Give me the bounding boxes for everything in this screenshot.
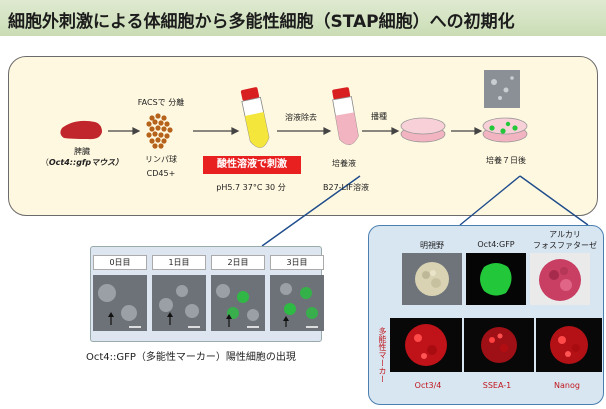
flow-arrows bbox=[108, 127, 483, 135]
day0-frame: 0日目 bbox=[93, 255, 147, 337]
micrograph-image bbox=[93, 275, 147, 331]
characterization-box bbox=[368, 225, 604, 405]
day3-frame: 3日目 bbox=[270, 255, 324, 337]
cd45-label: CD45+ bbox=[146, 169, 176, 178]
nanog-stain bbox=[550, 326, 588, 364]
culture-dish-icon bbox=[400, 117, 446, 143]
colony-thumbnail bbox=[484, 70, 520, 108]
marker-label-ssea1: SSEA-1 bbox=[482, 381, 512, 390]
brightfield-image bbox=[402, 253, 462, 305]
gfp-image bbox=[466, 253, 526, 305]
acid-tube-icon bbox=[240, 87, 270, 148]
mouse-label-post: マウス） bbox=[91, 158, 124, 167]
nanog-image bbox=[536, 318, 602, 372]
oct34-stain bbox=[405, 324, 447, 366]
micrograph-caption: Oct4::GFP（多能性マーカー）陽性細胞の出現 bbox=[86, 352, 296, 363]
lymphocyte-label: リンパ球 bbox=[145, 155, 177, 164]
spleen-label: 脾臓 bbox=[74, 147, 90, 156]
spleen-icon bbox=[60, 120, 102, 140]
micrograph-image bbox=[152, 275, 206, 331]
seed-label: 播種 bbox=[371, 112, 387, 121]
brightfield-label: 明視野 bbox=[420, 241, 444, 250]
acid-stimulus-badge: 酸性溶液で刺激 bbox=[203, 156, 301, 174]
alkaline-phosphatase-image bbox=[530, 253, 590, 305]
acid-condition-label: pH5.7 37°C 30 分 bbox=[216, 183, 286, 192]
mouse-label-pre: （ bbox=[40, 158, 49, 167]
leader-line-right-2 bbox=[519, 175, 589, 226]
mouse-label-gene: Oct4::gfp bbox=[48, 158, 92, 167]
micrograph-image bbox=[211, 275, 265, 331]
gfp-label: Oct4:GFP bbox=[477, 240, 515, 249]
timecourse-micrographs: 0日目 1日目 2日目 3日目 bbox=[90, 246, 324, 342]
micrograph-image bbox=[270, 275, 324, 331]
day1-frame: 1日目 bbox=[152, 255, 206, 337]
pluripotency-marker-side-label: 多能性マーカー bbox=[378, 327, 387, 383]
day-label: 0日目 bbox=[93, 255, 147, 270]
mouse-label: （Oct4::gfpマウス） bbox=[40, 157, 124, 168]
remove-solution-label: 溶液除去 bbox=[285, 113, 317, 122]
day7-label: 培養７日後 bbox=[486, 156, 526, 165]
marker-label-oct34: Oct3/4 bbox=[414, 381, 442, 390]
day-label: 3日目 bbox=[270, 255, 324, 270]
medium-tube-icon bbox=[332, 87, 359, 145]
lymphocyte-cluster-icon bbox=[146, 113, 173, 149]
day-label: 2日目 bbox=[211, 255, 265, 270]
page-title: 細胞外刺激による体細胞から多能性細胞（STAP細胞）への初期化 bbox=[8, 12, 515, 32]
ssea1-stain bbox=[481, 327, 517, 363]
title-bar bbox=[0, 0, 606, 36]
alkaline-phosphatase-label: アルカリ フォスファターゼ bbox=[533, 230, 597, 250]
colony-dish-icon bbox=[482, 117, 528, 143]
ssea1-image bbox=[464, 318, 534, 372]
medium-label: 培養液 bbox=[332, 159, 356, 168]
day-label: 1日目 bbox=[152, 255, 206, 270]
b27-label: B27-LIF溶液 bbox=[323, 183, 369, 192]
leader-line-right bbox=[459, 175, 521, 226]
marker-label-nanog: Nanog bbox=[554, 381, 580, 390]
leader-line-left bbox=[261, 175, 361, 247]
day2-frame: 2日目 bbox=[211, 255, 265, 337]
oct34-image bbox=[390, 318, 462, 372]
facs-label: FACSで 分離 bbox=[137, 98, 185, 107]
